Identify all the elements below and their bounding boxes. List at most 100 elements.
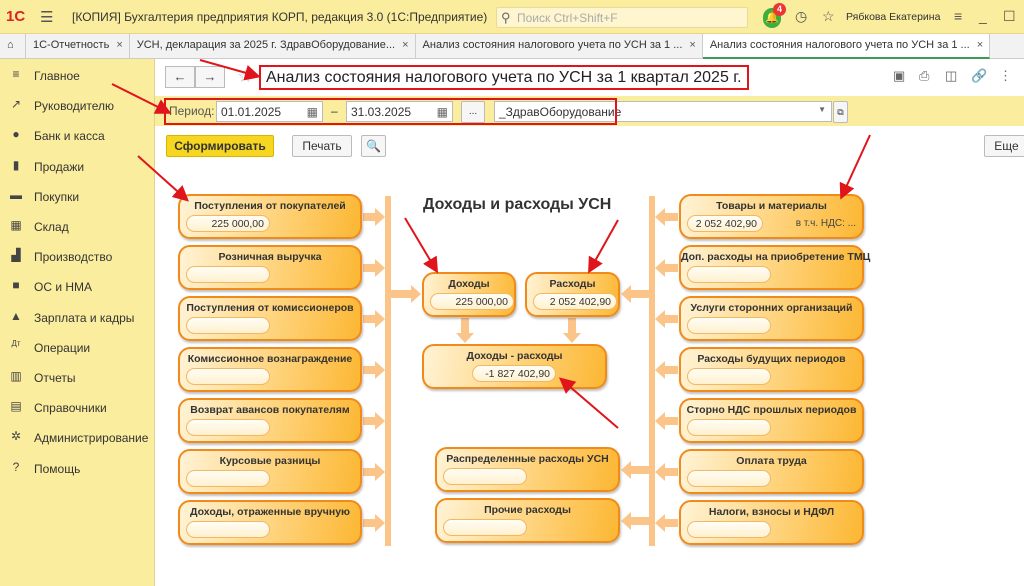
sidebar-item[interactable]: ▲Зарплата и кадры: [0, 303, 155, 331]
organization-field[interactable]: _ЗдравОборудование▼: [494, 101, 832, 122]
sidebar-item-icon: ●: [12, 127, 20, 142]
generate-button[interactable]: Сформировать: [166, 135, 274, 157]
box-label: Поступления от покупателей: [194, 200, 346, 212]
box-value[interactable]: [687, 266, 771, 283]
save-icon[interactable]: ▣: [893, 68, 906, 83]
income-source-box[interactable]: Курсовые разницы: [178, 449, 362, 494]
box-label: Доп. расходы на приобретение ТМЦ: [681, 251, 871, 263]
close-icon[interactable]: ×: [116, 39, 123, 51]
other-expense-box[interactable]: Распределенные расходы УСН: [435, 447, 620, 492]
sidebar-item[interactable]: ≡Главное: [0, 61, 155, 89]
print-icon[interactable]: ⎙: [919, 68, 930, 83]
box-vat: в т.ч. НДС: ...: [795, 218, 856, 229]
date-from-field[interactable]: 01.01.2025▦: [216, 101, 323, 122]
connector-arrow: [630, 517, 649, 525]
tab-declaration[interactable]: УСН, декларация за 2025 г. ЗдравОборудов…: [130, 34, 416, 59]
calendar-icon[interactable]: ▦: [306, 105, 318, 119]
expense-source-box[interactable]: Расходы будущих периодов: [679, 347, 864, 392]
period-select-button[interactable]: ...: [461, 101, 485, 123]
box-value[interactable]: [186, 419, 270, 436]
box-value[interactable]: [687, 368, 771, 385]
close-icon[interactable]: ×: [689, 39, 696, 51]
box-value[interactable]: [687, 419, 771, 436]
box-value[interactable]: [687, 317, 771, 334]
income-source-box[interactable]: Комиссионное вознаграждение: [178, 347, 362, 392]
sidebar-item[interactable]: ↗Руководителю: [0, 91, 155, 119]
tab-analysis-2[interactable]: Анализ состояния налогового учета по УСН…: [702, 34, 991, 59]
box-value[interactable]: 225 000,00: [186, 215, 270, 232]
expense-source-box[interactable]: Налоги, взносы и НДФЛ: [679, 500, 864, 545]
box-value[interactable]: [186, 317, 270, 334]
income-source-box[interactable]: Возврат авансов покупателям: [178, 398, 362, 443]
box-value[interactable]: [687, 470, 771, 487]
preview-button[interactable]: 🔍: [361, 135, 386, 157]
favorites-star-icon[interactable]: ☆: [822, 8, 835, 24]
expense-source-box[interactable]: Услуги сторонних организаций: [679, 296, 864, 341]
tab-analysis-1[interactable]: Анализ состояния налогового учета по УСН…: [416, 34, 703, 59]
connector-arrow: [664, 264, 678, 272]
connector-arrow: [664, 315, 678, 323]
tab-1c-reporting[interactable]: 1С-Отчетность×: [26, 34, 130, 59]
box-value[interactable]: [687, 521, 771, 538]
income-source-box[interactable]: Поступления от покупателей 225 000,00: [178, 194, 362, 239]
sidebar-item[interactable]: ▬Покупки: [0, 182, 155, 210]
history-icon[interactable]: ◷: [795, 8, 808, 24]
sidebar-item[interactable]: ▮Продажи: [0, 152, 155, 180]
close-icon[interactable]: ×: [976, 39, 984, 51]
sidebar-item[interactable]: ▤Справочники: [0, 393, 155, 421]
settings-menu-icon[interactable]: ≡: [954, 8, 963, 24]
maximize-icon[interactable]: ☐: [1003, 8, 1016, 24]
expense-source-box[interactable]: Сторно НДС прошлых периодов: [679, 398, 864, 443]
box-value[interactable]: 2 052 402,90: [533, 293, 617, 310]
close-icon[interactable]: ×: [402, 39, 409, 51]
income-source-box[interactable]: Розничная выручка: [178, 245, 362, 290]
box-value[interactable]: [443, 468, 527, 485]
expense-source-box[interactable]: Товары и материалы 2 052 402,90 в т.ч. НДС…: [679, 194, 864, 239]
dropdown-arrow-icon[interactable]: ▼: [818, 105, 826, 114]
box-value[interactable]: [186, 470, 270, 487]
other-expense-box[interactable]: Прочие расходы: [435, 498, 620, 543]
sidebar-item[interactable]: ▦Склад: [0, 212, 155, 240]
sidebar-item[interactable]: ●Банк и касса: [0, 121, 155, 149]
search-input[interactable]: ⚲Поиск Ctrl+Shift+F: [496, 7, 748, 28]
menu-icon[interactable]: ☰: [40, 9, 54, 26]
box-value[interactable]: -1 827 402,90: [472, 365, 556, 382]
difference-box[interactable]: Доходы - расходы-1 827 402,90: [422, 344, 607, 389]
box-label: Расходы будущих периодов: [697, 353, 846, 365]
sidebar-item[interactable]: ✲Администрирование: [0, 423, 155, 451]
connector-arrowhead: [563, 333, 581, 343]
box-value[interactable]: 225 000,00: [430, 293, 514, 310]
box-value[interactable]: [186, 521, 270, 538]
home-tab-icon[interactable]: ⌂: [0, 34, 26, 59]
box-value[interactable]: [186, 266, 270, 283]
sidebar-item[interactable]: ▥Отчеты: [0, 363, 155, 391]
box-value[interactable]: [186, 368, 270, 385]
income-source-box[interactable]: Поступления от комиссионеров: [178, 296, 362, 341]
sidebar-item[interactable]: ■ОС и НМА: [0, 272, 155, 300]
sidebar-item-icon: ■: [12, 278, 20, 293]
link-icon[interactable]: 🔗: [971, 68, 988, 83]
minimize-icon[interactable]: _: [979, 8, 987, 24]
box-label: Товары и материалы: [716, 200, 827, 212]
expense-source-box[interactable]: Доп. расходы на приобретение ТМЦ: [679, 245, 871, 290]
sidebar-item[interactable]: ▟Производство: [0, 242, 155, 270]
preview-icon[interactable]: ◫: [945, 68, 958, 83]
more-button[interactable]: Еще: [984, 135, 1024, 157]
expense-source-box[interactable]: Оплата труда: [679, 449, 864, 494]
box-value[interactable]: 2 052 402,90: [687, 215, 763, 232]
print-button[interactable]: Печать: [292, 135, 352, 157]
open-organization-icon[interactable]: ⧉: [833, 101, 848, 123]
back-button[interactable]: ←: [165, 66, 195, 88]
box-value[interactable]: [443, 519, 527, 536]
user-name[interactable]: Рябкова Екатерина: [846, 11, 941, 23]
more-vertical-icon[interactable]: ⋮: [999, 68, 1012, 83]
income-source-box[interactable]: Доходы, отраженные вручную: [178, 500, 362, 545]
connector-arrow: [664, 213, 678, 221]
date-to-field[interactable]: 31.03.2025▦: [346, 101, 453, 122]
sidebar-item[interactable]: ?Помощь: [0, 454, 155, 482]
connector-arrowhead: [375, 259, 385, 277]
calendar-icon[interactable]: ▦: [436, 105, 448, 119]
